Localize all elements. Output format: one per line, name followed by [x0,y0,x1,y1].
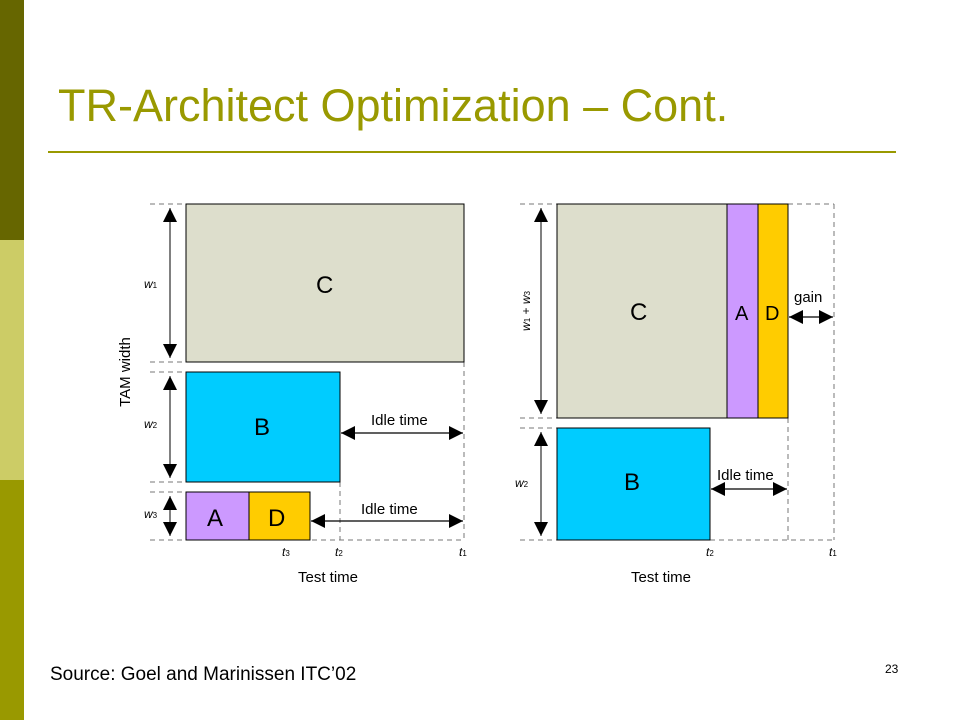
left-block-D [248,491,311,541]
sidebar-segment-top [0,0,24,240]
right-t2-label: t2 [706,545,714,559]
left-label-C: C [316,272,333,299]
right-x-axis-label: Test time [631,569,691,586]
left-block-C [185,203,465,363]
right-block-D [757,203,789,419]
right-label-A: A [735,303,749,325]
left-label-B: B [254,414,270,441]
page-number: 23 [885,662,899,676]
w2-label: w2 [144,417,158,431]
right-label-D: D [765,303,779,325]
right-block-B [556,427,711,541]
right-block-A [726,203,759,419]
left-y-axis-label: TAM width [117,337,134,407]
source-citation: Source: Goel and Marinissen ITC’02 [50,664,357,685]
right-label-C: C [630,299,647,326]
sidebar-decoration [0,0,24,720]
left-x-axis-label: Test time [298,569,358,586]
right-label-B: B [624,469,640,496]
right-t1-label: t1 [829,545,837,559]
left-label-D: D [268,505,285,532]
right-w2-label: w2 [515,476,529,490]
w1-plus-w3-label: w1 + w3 [519,290,533,330]
left-block-A [185,491,250,541]
left-idle-label-2: Idle time [361,501,418,518]
left-label-A: A [207,505,223,532]
left-t2-label: t2 [335,545,343,559]
right-diagram: C A D B w1 + w3 w2 gain Idle time t2 t1 … [515,203,837,586]
sidebar-segment-middle [0,240,24,480]
right-idle-label: Idle time [717,467,774,484]
title-underline [48,151,896,153]
left-t3-label: t3 [282,545,290,559]
slide-title: TR-Architect Optimization – Cont. [58,80,729,131]
left-block-B [185,371,341,483]
left-diagram: C B A D w1 w2 w3 TAM width Idle time Idl… [117,203,467,586]
w3-label: w3 [144,507,158,521]
sidebar-segment-bottom [0,480,24,720]
right-dashed-outline [520,203,835,541]
right-block-C [556,203,728,419]
left-t1-label: t1 [459,545,467,559]
left-idle-label-1: Idle time [371,412,428,429]
gain-label: gain [794,289,822,306]
w1-label: w1 [144,277,158,291]
